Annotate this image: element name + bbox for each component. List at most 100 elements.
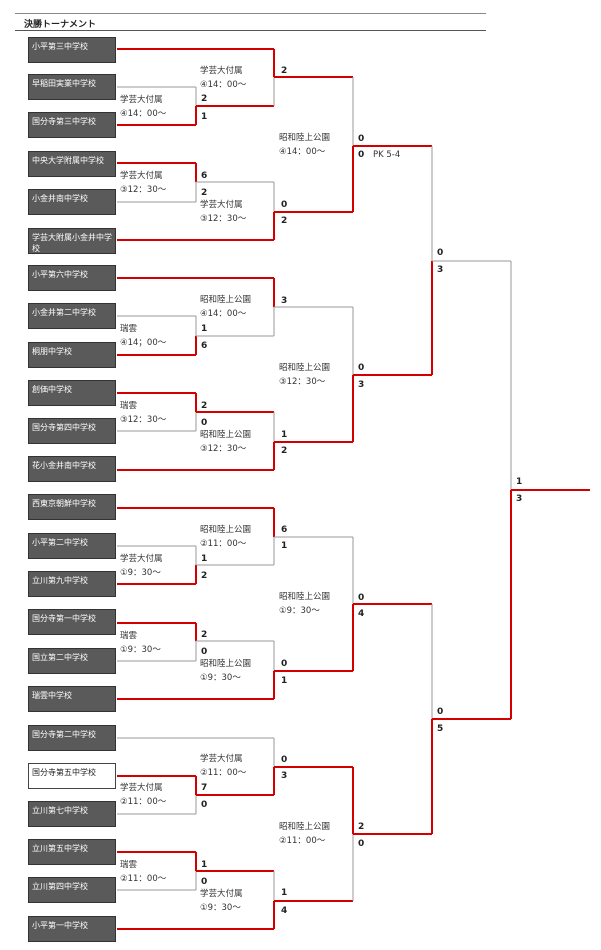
title-rule	[15, 30, 486, 31]
score: 1	[516, 477, 523, 487]
score: 1	[281, 541, 288, 551]
team-box: 小金井南中学校	[28, 189, 116, 215]
score: 0	[358, 134, 365, 144]
score: 0	[201, 647, 208, 657]
score: 3	[358, 380, 365, 390]
team-box: 小金井第二中学校	[28, 303, 116, 329]
top-rule	[15, 13, 486, 14]
score: 2	[201, 188, 208, 198]
team-name: 小平第二中学校	[32, 538, 88, 547]
score: 2	[201, 630, 208, 640]
team-box: 国分寺第二中学校	[28, 725, 116, 751]
team-box: 桐朋中学校	[28, 342, 116, 368]
team-name: 西東京朝鮮中学校	[32, 499, 96, 508]
team-box: 小平第三中学校	[28, 37, 116, 63]
score: 0	[281, 755, 288, 765]
team-name: 国分寺第五中学校	[32, 768, 96, 777]
score: 7	[201, 783, 208, 793]
score: 0	[437, 707, 444, 717]
team-box: 立川第七中学校	[28, 801, 116, 827]
team-name: 中央大学附属中学校	[32, 156, 104, 165]
score: 2	[201, 401, 208, 411]
score: 6	[201, 171, 208, 181]
score: 2	[201, 94, 208, 104]
pk-result: PK 5-4	[373, 150, 401, 160]
team-box: 立川第四中学校	[28, 877, 116, 903]
team-name: 小平第六中学校	[32, 270, 88, 279]
score: 6	[201, 341, 208, 351]
score: 0	[201, 418, 208, 428]
team-box: 国立第二中学校	[28, 648, 116, 674]
team-box: 立川第五中学校	[28, 839, 116, 865]
score: 3	[516, 494, 523, 504]
team-name: 立川第五中学校	[32, 844, 88, 853]
team-box-highlighted: 国分寺第五中学校	[28, 763, 116, 789]
team-name: 小金井南中学校	[32, 194, 88, 203]
team-name: 小平第一中学校	[32, 921, 88, 930]
score: 0	[281, 659, 288, 669]
team-name: 小金井第二中学校	[32, 308, 96, 317]
team-name: 国立第二中学校	[32, 653, 88, 662]
team-box: 国分寺第一中学校	[28, 609, 116, 635]
team-box: 小平第一中学校	[28, 916, 116, 942]
score: 2	[281, 66, 288, 76]
team-name: 立川第七中学校	[32, 806, 88, 815]
score: 1	[201, 324, 208, 334]
score: 1	[281, 430, 288, 440]
score: 0	[201, 877, 208, 887]
team-box: 創価中学校	[28, 380, 116, 406]
team-box: 国分寺第三中学校	[28, 112, 116, 138]
team-box: 花小金井南中学校	[28, 456, 116, 482]
score: 4	[358, 609, 365, 619]
team-name: 花小金井南中学校	[32, 461, 96, 470]
team-box: 早稲田実業中学校	[28, 74, 116, 100]
score: 3	[281, 296, 288, 306]
score: 0	[437, 248, 444, 258]
score: 0	[281, 200, 288, 210]
team-name: 早稲田実業中学校	[32, 79, 96, 88]
score: 2	[281, 446, 288, 456]
score: 0	[358, 363, 365, 373]
team-box: 立川第九中学校	[28, 571, 116, 597]
team-box: 小平第六中学校	[28, 265, 116, 291]
score: 0	[358, 839, 365, 849]
score: 5	[437, 724, 444, 734]
team-box: 中央大学附属中学校	[28, 151, 116, 177]
page-title: 決勝トーナメント	[24, 20, 97, 30]
team-name: 創価中学校	[32, 385, 72, 394]
team-name: 国分寺第四中学校	[32, 423, 96, 432]
score: 1	[201, 860, 208, 870]
team-name: 小平第三中学校	[32, 42, 88, 51]
score: 2	[358, 822, 365, 832]
score: 2	[281, 216, 288, 226]
team-box: 小平第二中学校	[28, 533, 116, 559]
score: 0	[358, 593, 365, 603]
team-name: 学芸大附属小金井中学校	[32, 233, 112, 253]
score: 3	[281, 771, 288, 781]
score: 0	[358, 150, 365, 160]
team-name: 瑞雲中学校	[32, 691, 72, 700]
score: 2	[201, 571, 208, 581]
team-name: 国分寺第二中学校	[32, 730, 96, 739]
score: 1	[281, 888, 288, 898]
team-box: 西東京朝鮮中学校	[28, 494, 116, 520]
team-name: 国分寺第三中学校	[32, 117, 96, 126]
score: 1	[201, 112, 208, 122]
